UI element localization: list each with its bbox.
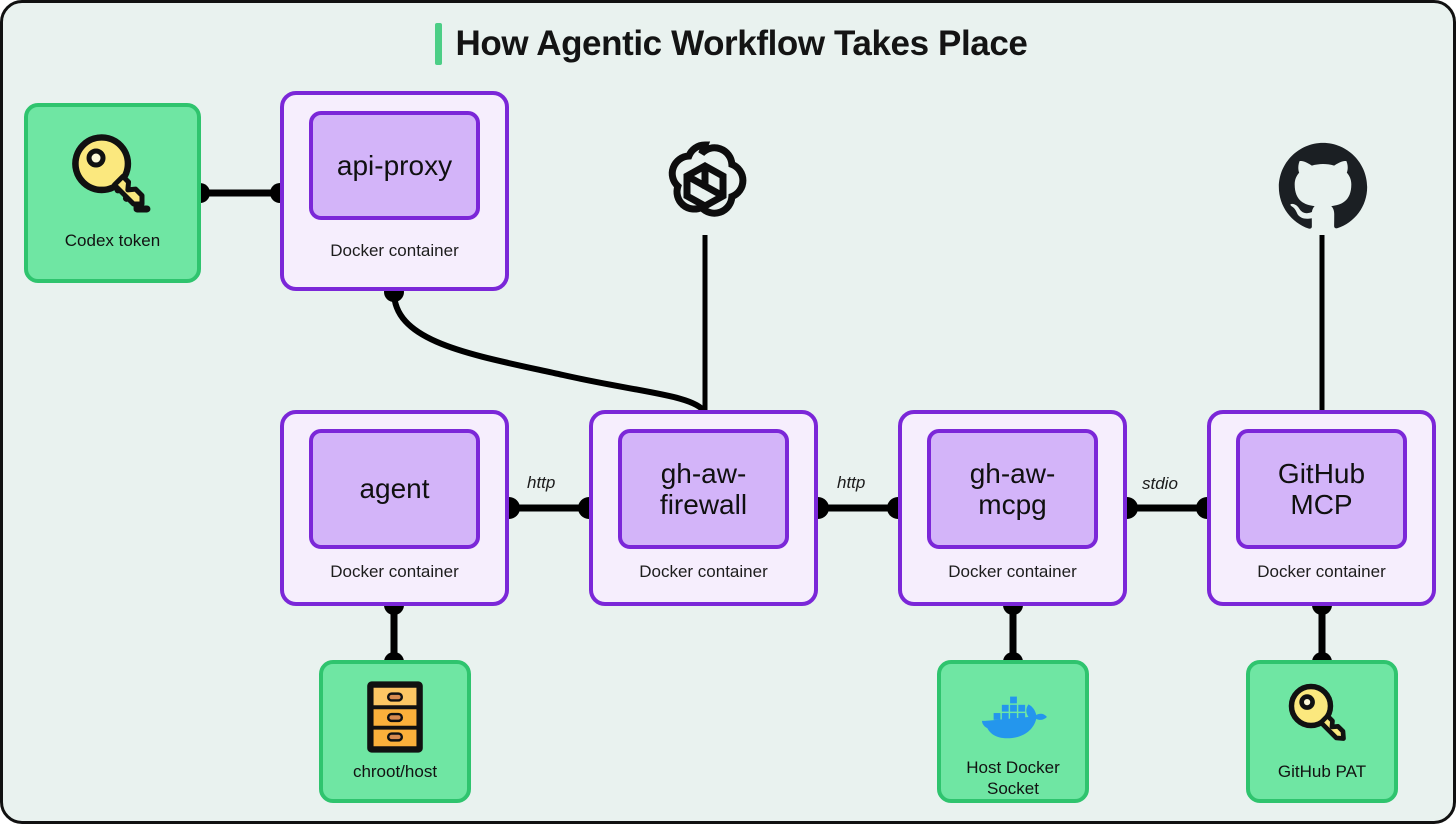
resource-label-host-docker-socket: Host Docker Socket <box>966 758 1060 798</box>
docker-whale-icon <box>974 678 1052 752</box>
resource-node-host-docker-socket[interactable]: Host Docker Socket <box>937 660 1089 803</box>
service-box-github-mcp[interactable]: GitHub MCP <box>1236 429 1407 549</box>
service-box-gh-aw-mcpg[interactable]: gh-aw- mcpg <box>927 429 1098 549</box>
resource-node-chroot-host[interactable]: chroot/host <box>319 660 471 803</box>
key-icon <box>1283 678 1361 756</box>
title-label: How Agentic Workflow Takes Place <box>455 24 1028 63</box>
edge-firewall-to-mcpg <box>807 497 909 519</box>
docker-container-gh-aw-mcpg[interactable]: gh-aw- mcpg Docker container <box>898 410 1127 606</box>
edge-label-stdio-mcpg-ghmcp: stdio <box>1142 474 1178 493</box>
docker-container-gh-aw-firewall[interactable]: gh-aw- firewall Docker container <box>589 410 818 606</box>
container-caption-gh-aw-firewall: Docker container <box>639 562 768 581</box>
container-caption-gh-aw-mcpg: Docker container <box>948 562 1077 581</box>
container-caption-agent: Docker container <box>330 562 459 581</box>
resource-label-codex-token: Codex token <box>64 231 161 250</box>
docker-container-api-proxy[interactable]: api-proxy Docker container <box>280 91 509 291</box>
resource-node-codex-token[interactable]: Codex token <box>24 103 201 283</box>
container-caption-github-mcp: Docker container <box>1257 562 1386 581</box>
docker-container-agent[interactable]: agent Docker container <box>280 410 509 606</box>
service-box-agent[interactable]: agent <box>309 429 480 549</box>
github-logo-icon <box>1275 139 1371 235</box>
resource-label-github-pat: GitHub PAT <box>1277 762 1367 781</box>
service-box-api-proxy[interactable]: api-proxy <box>309 111 480 220</box>
resource-node-github-pat[interactable]: GitHub PAT <box>1246 660 1398 803</box>
edge-agent-to-firewall <box>498 497 600 519</box>
container-caption-api-proxy: Docker container <box>330 241 459 260</box>
resource-label-chroot-host: chroot/host <box>352 762 438 781</box>
title-accent-bar <box>434 23 442 65</box>
openai-logo-icon <box>655 135 755 235</box>
service-box-gh-aw-firewall[interactable]: gh-aw- firewall <box>618 429 789 549</box>
edge-mcpg-to-ghmcp <box>1116 497 1218 519</box>
file-cabinet-icon <box>356 678 434 756</box>
edge-codex-to-apiproxy <box>190 183 290 203</box>
edge-label-http-firewall-mcpg: http <box>837 473 866 492</box>
edge-label-http-agent-firewall: http <box>527 473 556 492</box>
key-icon <box>58 121 168 229</box>
docker-container-github-mcp[interactable]: GitHub MCP Docker container <box>1207 410 1436 606</box>
edge-apiproxy-to-firewall <box>384 282 708 415</box>
page-title: How Agentic Workflow Takes Place <box>3 23 1453 65</box>
